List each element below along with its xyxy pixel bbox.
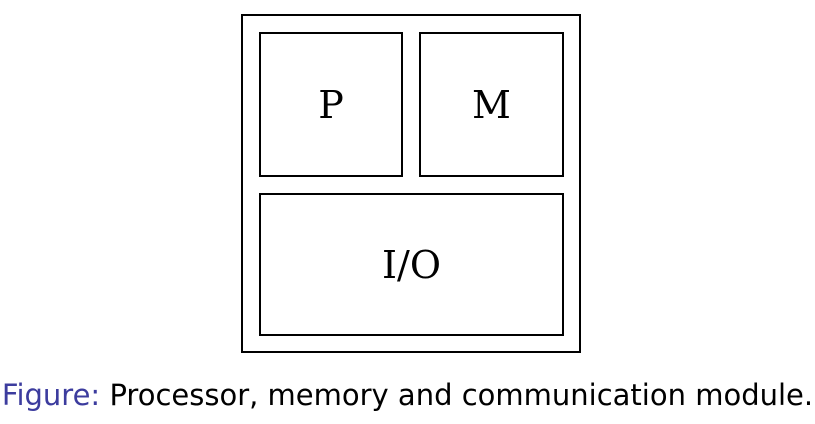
- computer-node-frame: [241, 14, 581, 353]
- memory-module: M: [419, 32, 564, 177]
- processor-label: P: [318, 82, 344, 127]
- io-label: I/O: [382, 242, 441, 287]
- figure-caption: Figure: Processor, memory and communicat…: [0, 378, 815, 412]
- memory-label: M: [472, 82, 511, 127]
- caption-text: Processor, memory and communication modu…: [109, 378, 814, 412]
- io-module: I/O: [259, 193, 564, 336]
- caption-label: Figure:: [1, 378, 101, 412]
- processor-module: P: [259, 32, 403, 177]
